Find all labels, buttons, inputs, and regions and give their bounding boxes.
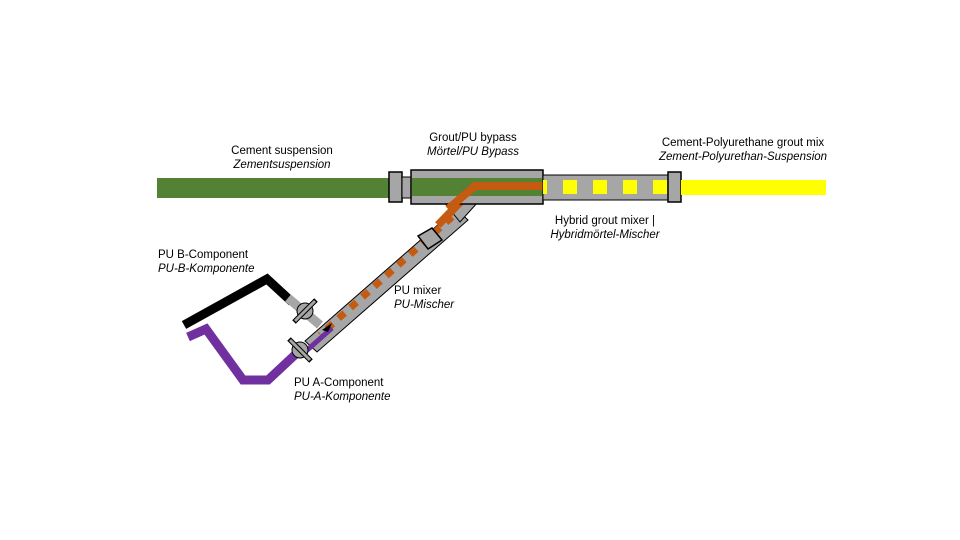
pu-b-hose (181, 273, 296, 329)
pu-a-valve (287, 337, 313, 363)
label-hybrid-mixer: Hybrid grout mixer | Hybridmörtel-Mische… (540, 214, 670, 242)
label-de: Hybridmörtel-Mischer (550, 229, 660, 241)
pu-a-valve-flange-inner (288, 338, 312, 362)
label-en: PU A-Component (294, 377, 384, 389)
inlet-collar (388, 171, 403, 203)
mixer-element (653, 180, 667, 194)
mixer-element (593, 180, 607, 194)
label-bypass: Grout/PU bypass Mörtel/PU Bypass (403, 131, 543, 159)
mixer-element (543, 180, 547, 194)
label-de: Mörtel/PU Bypass (426, 146, 520, 158)
mixer-element (623, 180, 637, 194)
pu-mixer-tube (303, 208, 469, 354)
mixer-element (563, 180, 577, 194)
label-grout-mix: Cement-Polyurethane grout mix Zement-Pol… (648, 136, 838, 164)
pu-a-hose (186, 323, 302, 385)
outlet-collar (667, 171, 682, 203)
label-en: Cement suspension (231, 145, 333, 157)
pu-a-inner-flow (303, 326, 334, 354)
pu-b-valve-flange-inner (293, 299, 317, 323)
label-pu-a: PU A-Component PU-A-Komponente (294, 376, 391, 404)
label-en: PU B-Component (158, 249, 249, 261)
label-en: Hybrid grout mixer | (554, 215, 656, 227)
pu-mixer-upper-collar (416, 227, 444, 251)
label-pu-mixer: PU mixer PU-Mischer (394, 284, 454, 312)
pu-b-valve (292, 298, 318, 324)
label-en: Grout/PU bypass (429, 132, 517, 144)
label-de: PU-A-Komponente (294, 391, 391, 403)
pu-mixer-stripes (317, 214, 455, 338)
hybrid-mixer-elements (543, 180, 667, 194)
label-pu-b: PU B-Component PU-B-Komponente (158, 248, 255, 276)
grout-mix-outlet-line (681, 180, 826, 195)
label-de: PU-B-Komponente (158, 263, 255, 275)
cement-suspension-line (157, 178, 391, 198)
label-cement-suspension: Cement suspension Zementsuspension (212, 144, 352, 172)
label-de: PU-Mischer (394, 299, 455, 311)
pu-b-inner-flow (322, 323, 332, 332)
label-de: Zementsuspension (233, 159, 331, 171)
label-de: Zement-Polyurethan-Suspension (658, 151, 828, 163)
label-en: Cement-Polyurethane grout mix (661, 137, 825, 149)
label-en: PU mixer (394, 285, 442, 297)
bypass-pu-flow (445, 182, 543, 213)
